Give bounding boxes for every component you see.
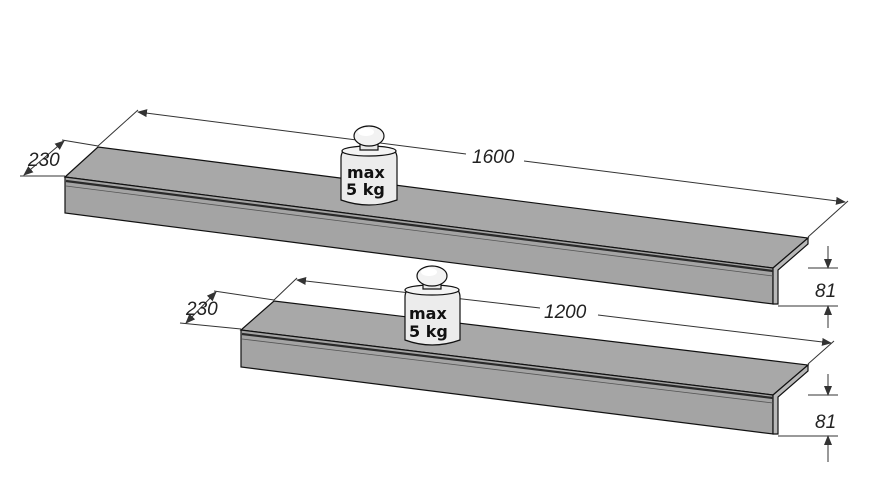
long-shelf: 1600 230 81 max 5 kg (20, 109, 849, 328)
long-shelf-depth-label: 230 (27, 150, 60, 171)
short-shelf-side-face (772, 363, 809, 435)
short-shelf-height-label: 81 (815, 412, 836, 433)
long-shelf-side-face (772, 236, 809, 305)
long-shelf-front-edge (65, 179, 774, 273)
long-shelf-weight-label-max: max (347, 163, 385, 182)
short-shelf-weight-icon (404, 265, 461, 346)
short-shelf-weight-label-kg: 5 kg (409, 322, 448, 341)
short-shelf: 1200 230 81 max 5 kg (179, 265, 838, 462)
short-shelf-length-label: 1200 (544, 302, 587, 323)
long-shelf-height-label: 81 (815, 281, 836, 302)
long-shelf-depth-dim-line (23, 140, 65, 176)
short-shelf-weight-label-max: max (409, 304, 447, 323)
long-shelf-length-dim-line (137, 109, 467, 155)
short-shelf-depth-dim-line (185, 291, 217, 324)
long-shelf-length-label: 1600 (472, 147, 515, 168)
short-shelf-front-edge (241, 332, 774, 400)
short-shelf-depth-label: 230 (185, 299, 218, 320)
long-shelf-weight-icon (340, 125, 398, 206)
long-shelf-weight-label-kg: 5 kg (346, 180, 385, 199)
